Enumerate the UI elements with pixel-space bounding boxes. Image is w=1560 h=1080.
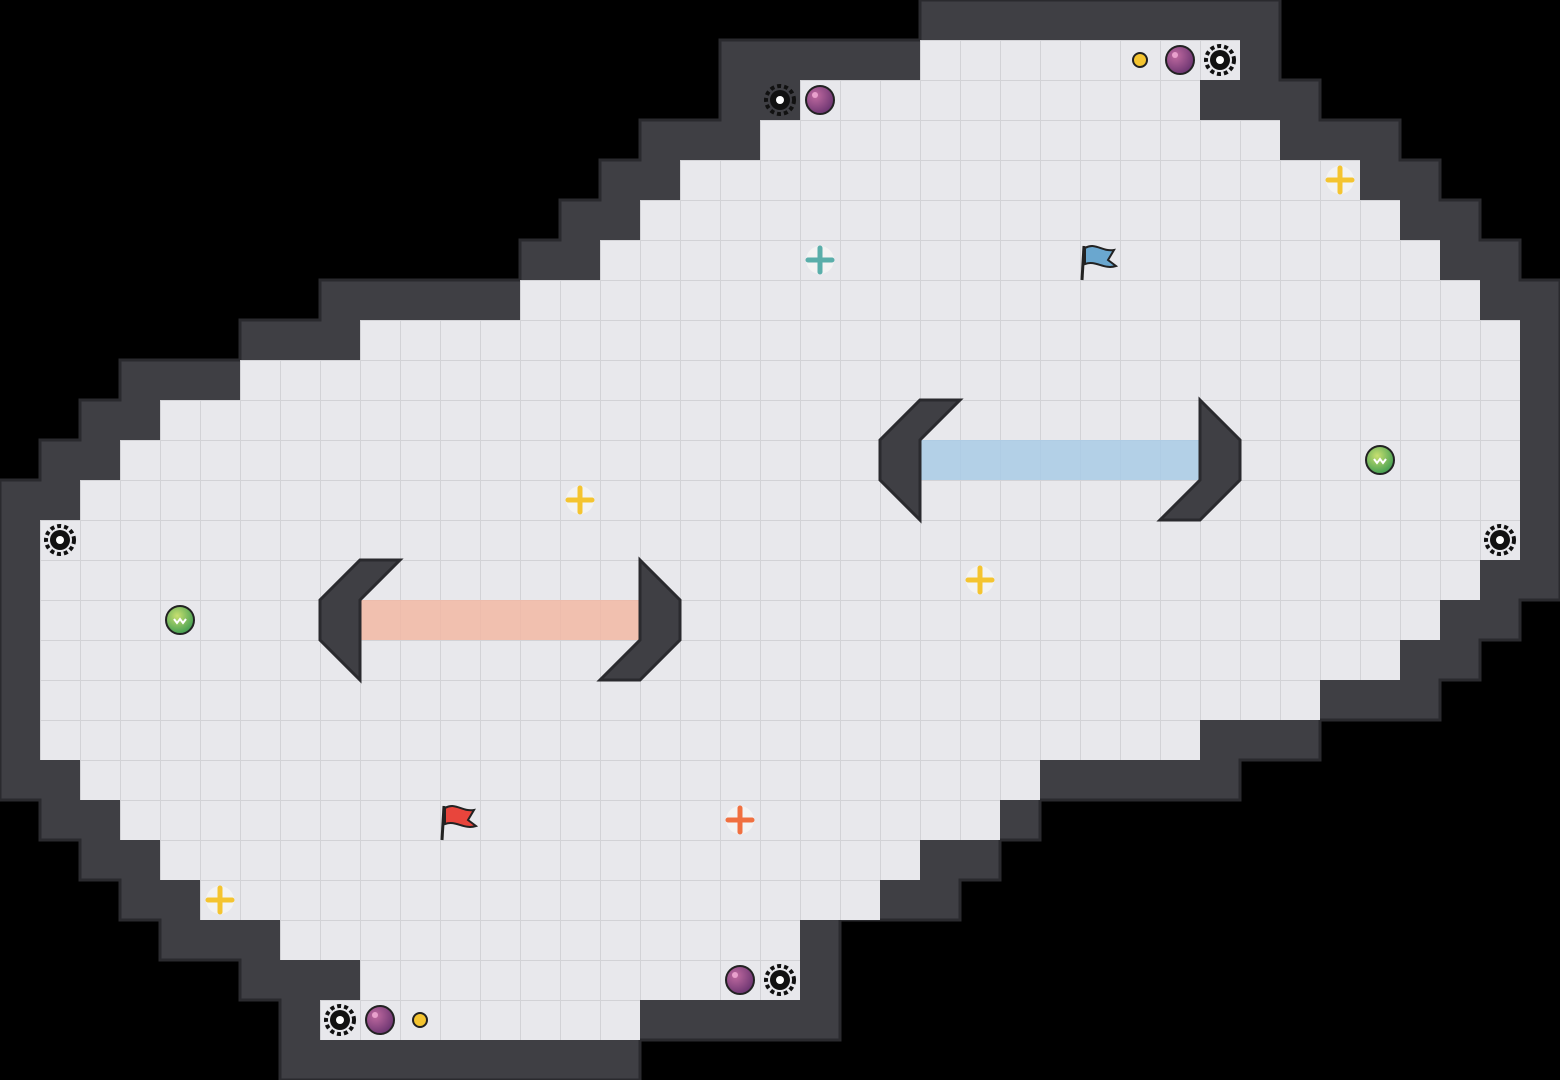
spike-icon: [764, 84, 796, 116]
neutral-boost-icon: [565, 485, 595, 515]
blue-zone-left-bracket: [878, 398, 964, 524]
arena-floor: [40, 40, 1520, 1040]
bomb-icon: [805, 85, 835, 115]
blue-boost-icon: [805, 245, 835, 275]
neutral-boost-icon: [205, 885, 235, 915]
red-zone-right-bracket: [596, 556, 682, 682]
powerup-icon: [1365, 445, 1395, 475]
bomb-icon: [365, 1005, 395, 1035]
blue-flag-icon: [1080, 245, 1119, 281]
bomb-icon: [725, 965, 755, 995]
powerup-icon: [165, 605, 195, 635]
red-zone-left-bracket: [318, 558, 404, 684]
coin-icon: [1132, 52, 1148, 68]
red-boost-icon: [725, 805, 755, 835]
red-flag-icon: [440, 805, 479, 841]
blue-zone-right-bracket: [1156, 396, 1242, 522]
spike-icon: [764, 964, 796, 996]
red-team-zone: [360, 600, 640, 640]
neutral-boost-icon: [1325, 165, 1355, 195]
spike-icon: [1204, 44, 1236, 76]
spike-icon: [44, 524, 76, 556]
spike-icon: [1484, 524, 1516, 556]
spike-icon: [324, 1004, 356, 1036]
bomb-icon: [1165, 45, 1195, 75]
neutral-boost-icon: [965, 565, 995, 595]
coin-icon: [412, 1012, 428, 1028]
blue-team-zone: [920, 440, 1200, 480]
